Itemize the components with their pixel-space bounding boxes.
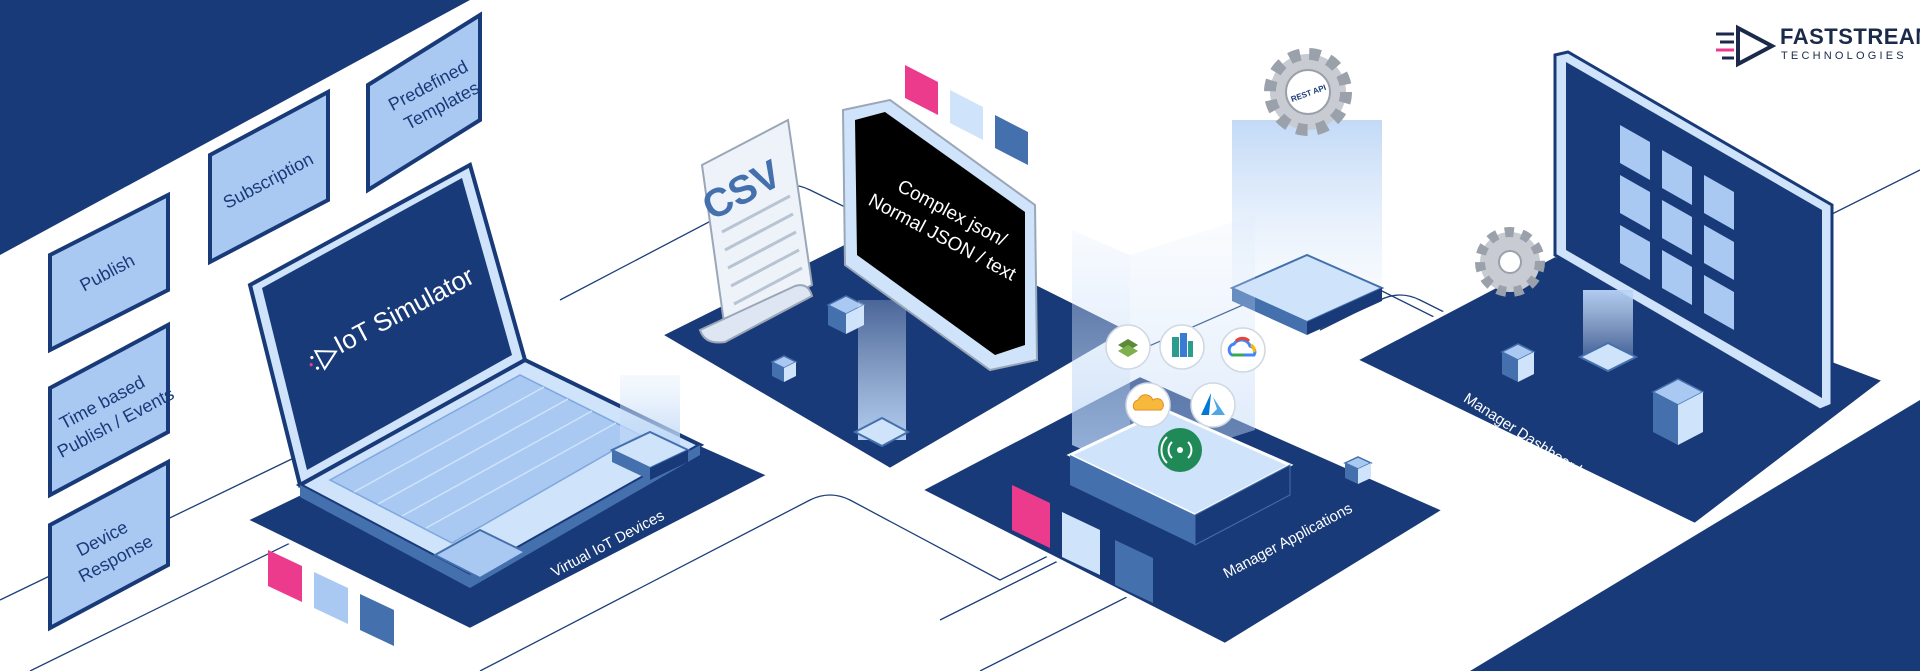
- laptop-screen: [262, 178, 512, 470]
- csv-document: CSV: [695, 118, 814, 344]
- brand-name: FASTSTREAM: [1780, 24, 1920, 49]
- feature-tile-time-based: Time based Publish / Events: [48, 321, 177, 499]
- wireless-signal-icon: [1158, 428, 1202, 472]
- color-squares-left: [268, 550, 394, 646]
- gear-icon: REST API: [1264, 48, 1352, 136]
- device-cube-data-2: [770, 355, 798, 382]
- dashboard-tile-grid: [1620, 125, 1734, 330]
- google-cloud-icon: [1220, 327, 1266, 373]
- device-cube-applications: [1343, 456, 1373, 484]
- iot-simulator-logo-icon: [309, 350, 338, 371]
- rest-api-pillar: [1229, 120, 1385, 335]
- keyboard-key-rows: [353, 386, 617, 529]
- data-format-monitor: Complex json/ Normal JSON / text: [841, 98, 1039, 372]
- small-gear-icon: [1475, 227, 1545, 297]
- faststream-play-logo-icon: [1716, 24, 1776, 68]
- feature-tile-subscription: Subscription: [208, 88, 330, 266]
- top-left-navy-band: [0, 0, 470, 255]
- layers-service-icon: [1105, 324, 1151, 370]
- color-squares-middle: [1012, 485, 1153, 603]
- brand-logo: FASTSTREAM TECHNOLOGIES: [1714, 20, 1920, 70]
- dashboard-monitor: [1553, 50, 1834, 412]
- color-squares-top: [905, 65, 1028, 165]
- device-cube-dashboard-1: [1500, 343, 1536, 382]
- device-cube-dashboard-2: [1651, 378, 1705, 445]
- brand-tagline: TECHNOLOGIES: [1781, 50, 1907, 62]
- monitor-pole: [858, 300, 906, 440]
- device-cube-laptop: [609, 375, 691, 480]
- thinger-cloud-icon: [1125, 382, 1171, 428]
- platform-manager-dashboard: [1350, 252, 1890, 528]
- city-buildings-icon: [1159, 324, 1205, 370]
- feature-tile-predefined-templates: Predefined Templates: [366, 11, 483, 194]
- bottom-right-navy-band: [1470, 400, 1920, 671]
- csv-document-lines: [721, 194, 803, 306]
- feature-tile-publish: Publish: [48, 191, 170, 354]
- laptop: IoT Simulator: [247, 162, 705, 588]
- azure-icon: [1190, 382, 1236, 428]
- feature-tile-device-response: Device Response: [48, 458, 170, 632]
- laptop-touchpad: [432, 528, 528, 580]
